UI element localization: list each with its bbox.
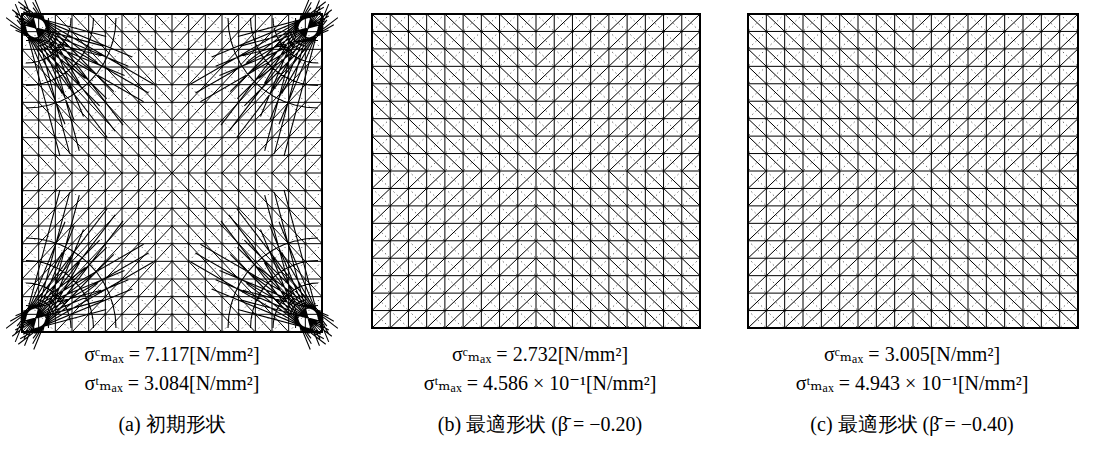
stress-value: σᵗₘₐₓ = 4.586 × 10⁻¹[N/mm²] (424, 371, 657, 395)
stress-value: σᶜₘₐₓ = 3.005[N/mm²] (824, 342, 1000, 366)
subfigure-caption: (b) 最適形状 (β̄ = −0.20) (438, 412, 642, 436)
stress-value: σᶜₘₐₓ = 7.117[N/mm²] (84, 342, 259, 366)
truss-panel (748, 14, 1078, 328)
truss-members-minor (372, 14, 700, 328)
stress-value: σᶜₘₐₓ = 2.732[N/mm²] (452, 342, 628, 366)
subfigure-caption: (a) 初期形状 (118, 412, 225, 436)
boundary-edge (748, 14, 1078, 328)
subfigure-caption: (c) 最適形状 (β̄ = −0.40) (810, 412, 1013, 436)
boundary-edge (372, 14, 700, 328)
truss-members (748, 14, 1078, 328)
truss-members (372, 14, 700, 328)
stress-value: σᵗₘₐₓ = 4.943 × 10⁻¹[N/mm²] (796, 371, 1029, 395)
stress-value: σᵗₘₐₓ = 3.084[N/mm²] (85, 371, 260, 395)
truss-members-minor (748, 14, 1078, 328)
truss-panel (372, 14, 700, 328)
distorted-members (6, 0, 338, 350)
truss-panel (6, 0, 338, 350)
